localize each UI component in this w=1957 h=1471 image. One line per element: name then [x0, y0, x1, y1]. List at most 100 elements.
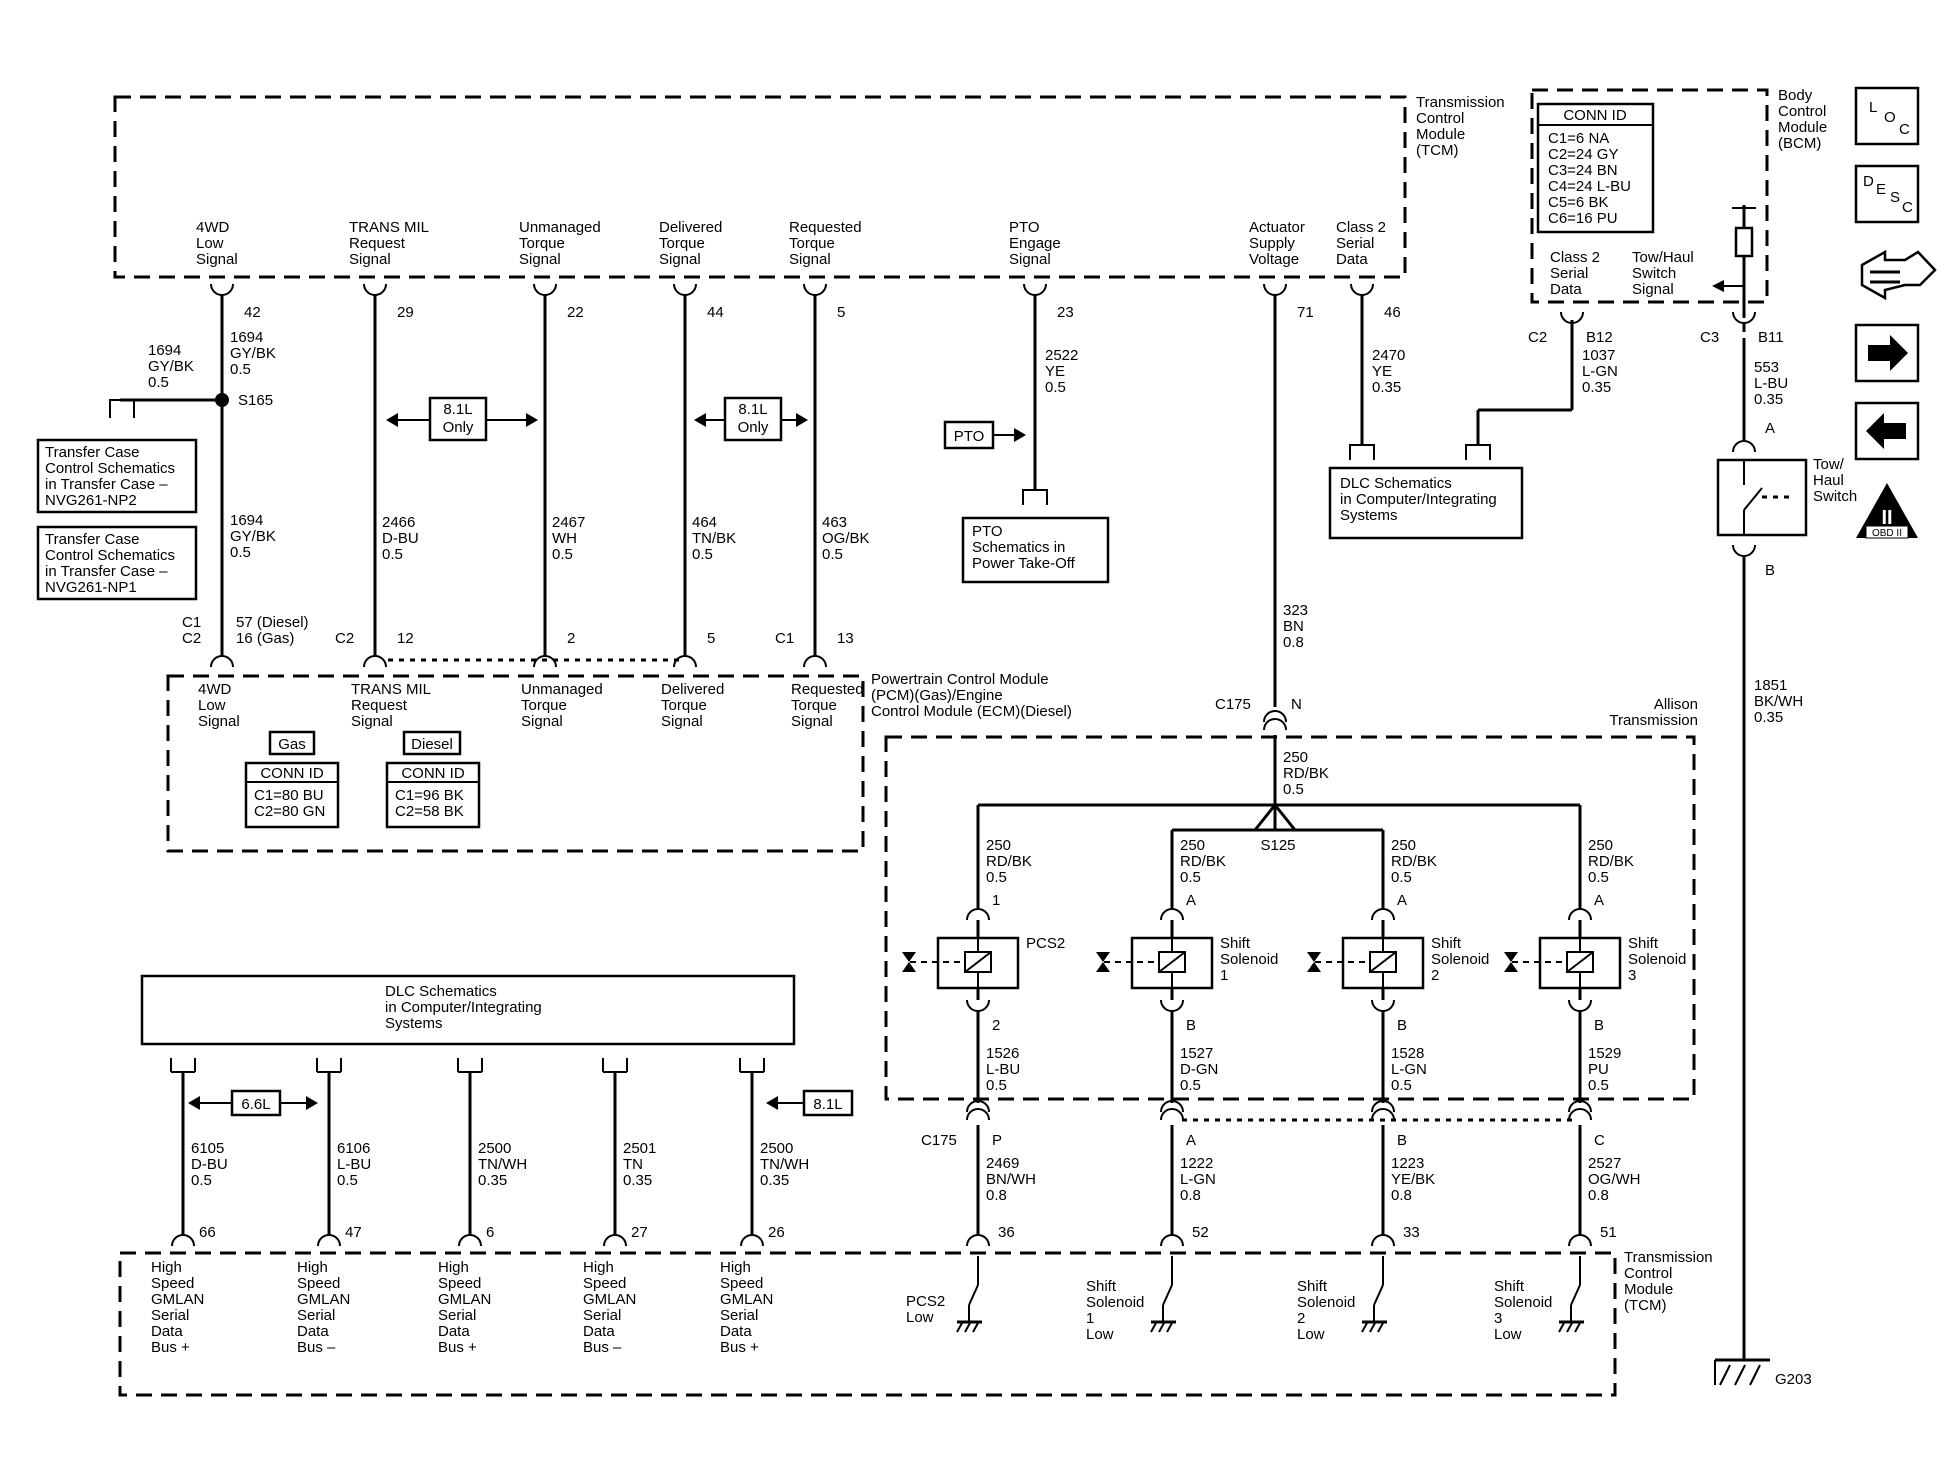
tag-8-1l-only-right: 8.1L Only [694, 396, 808, 442]
c175-top: C175 N [1215, 696, 1302, 731]
svg-text:L: L [1869, 99, 1877, 116]
previous-page-icon[interactable] [1854, 401, 1920, 461]
terminal [1568, 999, 1592, 1012]
text-line: Shift [1220, 935, 1251, 952]
tcm-pin-number: 71 [1297, 304, 1314, 321]
text-line: Data [583, 1323, 615, 1340]
text-line: WH [552, 530, 577, 547]
text-line: 2 [1431, 967, 1439, 984]
text-line: C2=80 GN [254, 803, 325, 820]
text-line: GY/BK [230, 528, 276, 545]
text-line: Actuator [1249, 219, 1305, 236]
text-line: 0.5 [148, 374, 169, 391]
text-line: Signal [789, 251, 831, 268]
pcm-conn-gas-tag: Gas [278, 736, 306, 753]
text-line: Control [1778, 103, 1826, 120]
c175-top-pin: N [1291, 696, 1302, 713]
tag-8-1l-only-left: 8.1L Only [386, 396, 538, 442]
text-line: Transmission [1624, 1249, 1713, 1266]
text-line: Switch [1632, 265, 1676, 282]
text-line: Signal [198, 713, 240, 730]
text-line: in Computer/Integrating [1340, 491, 1497, 508]
terminal [803, 655, 827, 668]
tag-6-6l: 6.6L [188, 1089, 318, 1117]
text-line: 0.5 [1180, 869, 1201, 886]
text-line: 0.35 [1754, 391, 1783, 408]
pcm-boundary [166, 674, 865, 853]
c175-pin: A [1186, 1132, 1196, 1149]
text-line: Speed [720, 1275, 763, 1292]
text-line: 1037 [1582, 347, 1615, 364]
text-line: 0.5 [692, 546, 713, 563]
loc-icon[interactable]: L O C [1854, 86, 1920, 146]
text-line: L-BU [986, 1061, 1020, 1078]
text-line: TRANS MIL [349, 219, 429, 236]
desc-icon[interactable]: D E S C [1854, 164, 1920, 224]
text-line: 323 [1283, 602, 1308, 619]
text-line: Unmanaged [519, 219, 601, 236]
dlc-terminal [316, 1058, 342, 1073]
text-line: L-GN [1391, 1061, 1427, 1078]
text-line: Shift [1297, 1278, 1328, 1295]
text-line: DLC Schematics [385, 983, 497, 1000]
text-line: OG/WH [1588, 1171, 1641, 1188]
text-line: Signal [659, 251, 701, 268]
pcm-pin: 13 [837, 630, 854, 647]
text-line: 0.35 [623, 1172, 652, 1189]
text-line: C4=24 L-BU [1548, 178, 1631, 195]
text-line: 0.5 [1283, 781, 1304, 798]
terminal [1160, 1100, 1184, 1113]
text-line: 250 [986, 837, 1011, 854]
text-line: 0.5 [191, 1172, 212, 1189]
ground-hatch [1166, 1322, 1173, 1333]
text-line: Engage [1009, 235, 1061, 252]
text-line: Requested [789, 219, 862, 236]
obd-ii-label: OBD II [1872, 528, 1902, 539]
text-line: PCS2 [906, 1293, 945, 1310]
solenoid-pin-top: A [1594, 892, 1604, 909]
text-line: Low [198, 697, 226, 714]
text-line: GY/BK [148, 358, 194, 375]
text-line: 3 [1628, 967, 1636, 984]
text-line: C1=80 BU [254, 787, 324, 804]
pcm-conn: C2 [335, 630, 354, 647]
text-line: Signal [661, 713, 703, 730]
next-page-icon[interactable] [1854, 323, 1920, 383]
svg-text:S: S [1890, 189, 1900, 206]
text-line: 250 [1283, 749, 1308, 766]
solenoid-pin-bottom: B [1397, 1017, 1407, 1034]
text-line: TN/WH [760, 1156, 809, 1173]
connector-end-view-icon[interactable] [1860, 249, 1937, 301]
text-line: Request [351, 697, 408, 714]
text-line: Transmission [1609, 712, 1698, 729]
text-line: Tow/ [1813, 456, 1845, 473]
terminal [533, 283, 557, 296]
text-line: 2469 [986, 1155, 1019, 1172]
text-line: D-BU [382, 530, 419, 547]
text-line: Module [1624, 1281, 1673, 1298]
